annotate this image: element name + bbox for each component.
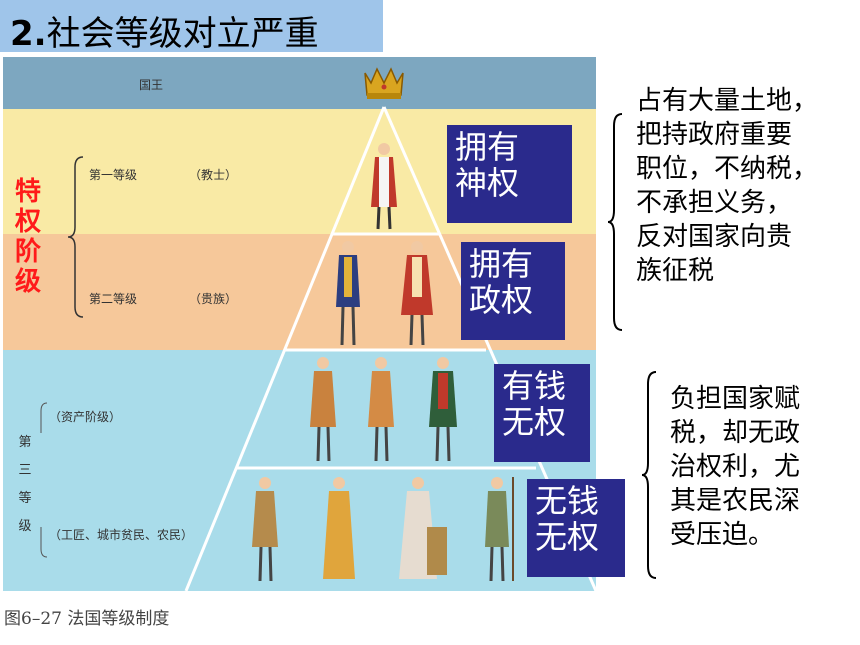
second-estate-group: （贵族） xyxy=(189,292,238,306)
noble-figure xyxy=(401,241,433,346)
commoners-group: （工匠、城市贫民、农民） xyxy=(49,528,194,542)
peasant-woman-figure xyxy=(399,477,447,579)
third-estate-notes: 负担国家赋 税，却无政 治权利，尤 其是农民深 受压迫。 xyxy=(670,384,801,550)
privileged-class-label: 特权阶级 xyxy=(14,177,41,297)
noble-figure xyxy=(336,241,360,346)
bourgeois-figure xyxy=(368,357,394,462)
second-estate-label: 第二等级 xyxy=(89,292,138,306)
clergy-figure xyxy=(371,143,397,230)
bourgeois-figure xyxy=(310,357,336,462)
privileged-notes: 占有大量土地， 把持政府重要 职位，不纳税， 不承担义务， 反对国家向贵 族征税 xyxy=(636,86,819,286)
title-text: 社会等级对立严重 xyxy=(46,14,319,54)
political-power-box: 拥有 政权 xyxy=(461,242,565,340)
bourgeois-group: （资产阶级） xyxy=(49,410,122,424)
peasant-figure xyxy=(485,477,514,582)
rich-no-power-box: 有钱 无权 xyxy=(494,364,590,462)
poor-no-power-box: 无钱 无权 xyxy=(527,479,625,577)
third-estate-notes-brace xyxy=(641,371,657,579)
title-bar xyxy=(0,0,383,52)
title-number: 2. xyxy=(10,14,47,54)
divine-power-box: 拥有 神权 xyxy=(447,125,572,223)
artisan-figure xyxy=(252,477,278,582)
privileged-notes-brace xyxy=(607,113,623,331)
slide-title: 2.社会等级对立严重 xyxy=(10,6,319,55)
first-estate-group: （教士） xyxy=(189,168,238,182)
bourgeois-figure xyxy=(429,357,457,462)
figure-caption: 图6–27 法国等级制度 xyxy=(4,609,170,629)
privileged-brace xyxy=(67,156,84,318)
king-band xyxy=(3,57,596,109)
third-estate-label: 第三等级 xyxy=(18,435,32,534)
urban-poor-figure xyxy=(323,477,355,579)
crown-icon xyxy=(364,67,404,99)
pyramid-outline xyxy=(40,67,596,591)
king-label: 国王 xyxy=(139,78,164,92)
first-estate-label: 第一等级 xyxy=(89,168,138,182)
